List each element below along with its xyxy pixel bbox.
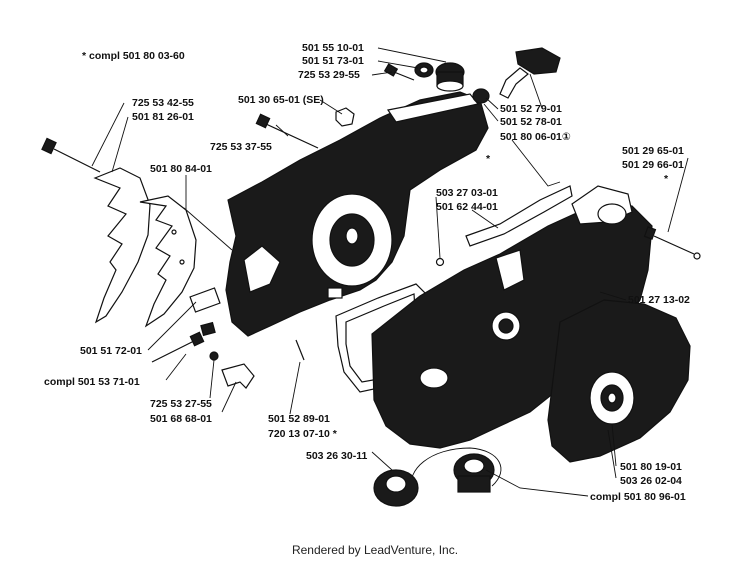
clutch-cover-501-80-19-01 [547,299,691,463]
label-501-52-79-01: 501 52 79-01 [500,103,562,115]
footer-credit: Rendered by LeadVenture, Inc. [291,543,459,557]
label-720-13-07-10: 720 13 07-10 * [268,428,338,440]
asterisk-marker: * [486,153,491,165]
bolt-725-53-37-55 [255,113,319,149]
label-725-53-29-55: 725 53 29-55 [298,69,360,81]
label-501-68-68-01: 501 68 68-01 [150,413,212,425]
label-725-53-42-55: 725 53 42-55 [132,97,194,109]
label-503-26-02-04: 503 26 02-04 [620,475,682,487]
label-725-53-27-55: 725 53 27-55 [150,398,212,410]
crankcase-left-half [225,91,489,337]
label-compl-501-80-03-60: * compl 501 80 03-60 [82,50,185,62]
label-501-30-65-01: 501 30 65-01 (SE) [238,94,324,106]
oil-cap-501-55-10-01 [435,62,465,92]
label-501-52-89-01: 501 52 89-01 [268,413,330,425]
fuel-cap-503-26-30-11 [373,447,502,507]
label-501-81-26-01: 501 81 26-01 [132,111,194,123]
oil-cap-compl-501-80-96-01 [453,453,495,493]
label-compl-501-80-96-01: compl 501 80 96-01 [590,491,686,503]
leader-lines [91,47,689,497]
cover-plate-front [139,195,197,328]
bolt-725-53-42-55 [41,137,101,173]
label-compl-501-53-71-01: compl 501 53 71-01 [44,376,140,388]
dowel-pin [295,339,305,361]
label-501-52-78-01: 501 52 78-01 [500,116,562,128]
handle-501-52-79-01 [472,47,561,104]
label-503-27-03-01: 503 27 03-01 [436,187,498,199]
cover-plate-rear [93,167,151,324]
label-501-62-44-01: 501 62 44-01 [436,201,498,213]
gasket-501-62-44-01 [465,185,573,247]
washer-503-27-03-01 [435,257,445,267]
bracket-501-68-68-01 [209,351,255,389]
nut-501-30-65-01 [335,107,355,127]
label-501-80-19-01: 501 80 19-01 [620,461,682,473]
label-503-26-30-11: 503 26 30-11 [306,450,367,462]
label-501-80-84-01: 501 80 84-01 [150,163,212,175]
label-501-55-10-01: 501 55 10-01 [302,42,364,54]
bushing-501-51-72-01 [189,287,221,337]
label-501-29-66-01: 501 29 66-01 [622,159,684,171]
crankcase-right-half [371,185,653,449]
label-501-51-73-01: 501 51 73-01 [302,55,364,67]
label-501-80-06-01: 501 80 06-01① [500,131,571,143]
label-501-51-72-01: 501 51 72-01 [80,345,142,357]
label-501-29-65-01: 501 29 65-01 [622,145,684,157]
label-501-27-13-02: 501 27 13-02 [628,294,690,306]
seal-501-51-73-01 [414,62,434,78]
screw-501-29-65-01 [643,226,701,260]
bolt-compl-501-53-71-01 [151,331,205,363]
screw-725-53-29-55 [383,63,415,81]
asterisk-marker: * [664,173,669,185]
label-725-53-37-55: 725 53 37-55 [210,141,272,153]
